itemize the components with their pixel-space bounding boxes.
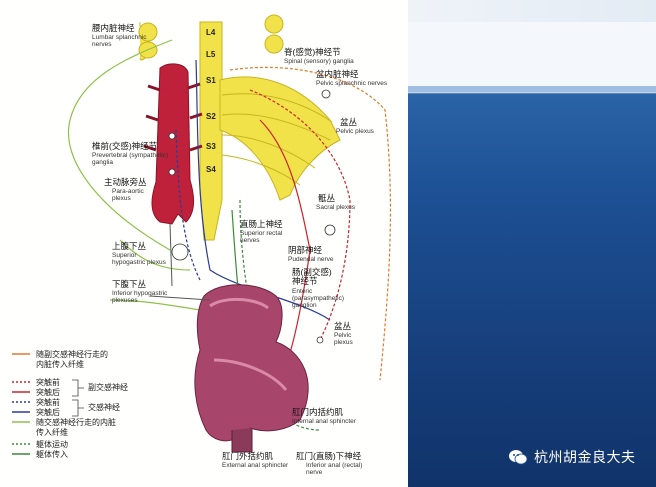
- hypogastric-line-lower: [109, 299, 201, 311]
- label-ext-anal-cn: 肛门外括约肌: [222, 451, 274, 461]
- label-pelvic-plexus2-en: Pelvic plexus: [334, 332, 353, 346]
- legend-text: 突触前: [36, 398, 60, 407]
- label-inf-anal-cn: 肛门(直肠)下神经: [296, 451, 362, 461]
- label-paraaortic-cn: 主动脉旁丛: [104, 177, 147, 187]
- rectum-highlight: [209, 297, 269, 310]
- wechat-icon: [509, 450, 528, 465]
- anatomy-figure: L4 L5 S1 S2 S3 S4 腰内脏神经 Lumbar splanchni…: [10, 14, 392, 476]
- ganglion-node: [168, 132, 176, 140]
- connector-line: [169, 223, 173, 287]
- label-pudendal-cn: 阴部神经: [288, 245, 323, 255]
- label-sup-rectal-cn: 直肠上神经: [240, 219, 283, 229]
- ganglion-node: [324, 224, 336, 236]
- label-pudendal-en: Pudendal nerve: [288, 256, 334, 263]
- anal-canal: [231, 428, 253, 453]
- segment-label: S4: [206, 165, 216, 174]
- parasympathetic-line: [229, 66, 392, 381]
- label-sup-hypo-cn: 上腹下丛: [112, 241, 147, 251]
- segment-label: S1: [206, 76, 216, 85]
- label-inf-hypo-cn: 下腹下丛: [112, 279, 147, 289]
- segment-label: S2: [206, 112, 216, 121]
- legend-brackets: [72, 379, 84, 397]
- label-spinal-cn: 脊(感觉)神经节: [284, 47, 341, 57]
- sympathetic-afferent-line: [68, 39, 173, 251]
- watermark-text: 杭州胡金良大夫: [534, 450, 636, 466]
- legend-text: 躯体运动: [36, 440, 68, 449]
- aorta-branches: [143, 82, 203, 152]
- label-paraaortic-en: Para-aortic plexus: [112, 188, 144, 202]
- label-pelvic-spl-cn: 盆内脏神经: [316, 69, 359, 79]
- hypogastric-line: [119, 239, 191, 271]
- label-lumbar-cn: 腰内脏神经: [92, 23, 135, 33]
- label-int-anal-en: Internal anal sphincter: [292, 418, 356, 425]
- label-sup-rectal-en: Superior rectal nerves: [240, 230, 283, 244]
- panel-stripe: [408, 86, 656, 92]
- label-pelvic-plexus2-cn: 盆丛: [334, 321, 352, 331]
- ganglion-node: [168, 168, 176, 176]
- legend-text: 突触后: [36, 388, 60, 397]
- label-enteric-cn: 肠(副交感)神经节: [292, 267, 332, 286]
- ganglion-node: [316, 336, 324, 344]
- label-pelvic-plexus-en: Pelvic plexus: [336, 128, 374, 135]
- legend-text: 突触前: [36, 378, 60, 387]
- segment-label: L5: [206, 50, 216, 59]
- segment-label: S3: [206, 142, 216, 151]
- legend-brackets: [72, 399, 84, 417]
- ganglion-shape: [138, 22, 158, 42]
- label-sacral-cn: 骶丛: [318, 193, 336, 203]
- label-sup-hypo-en: Superior hypogastric plexus: [112, 252, 166, 266]
- label-spinal-en: Spinal (sensory) ganglia: [284, 58, 354, 65]
- rectum-highlight: [213, 358, 288, 391]
- legend-text: 突触后: [36, 408, 60, 417]
- hypogastric-node: [171, 243, 189, 261]
- watermark: 杭州胡金良大夫: [508, 446, 636, 468]
- label-sacral-en: Sacral plexus: [316, 204, 356, 211]
- legend-group-sym: 交感神经: [88, 403, 120, 412]
- anatomy-illustration: [68, 14, 392, 453]
- legend-text: 躯体传入: [36, 450, 68, 459]
- legend-text: 内脏传入纤维: [36, 360, 84, 369]
- rectum: [194, 284, 309, 442]
- label-int-anal-cn: 肛门内括约肌: [292, 407, 344, 417]
- legend-text: 随交感神经行走的内脏: [36, 418, 116, 427]
- label-pelvic-plexus-cn: 盆丛: [340, 117, 358, 127]
- ganglion-node: [321, 89, 331, 99]
- sacral-plexus-shape: [219, 76, 341, 201]
- segment-label: L4: [206, 28, 216, 37]
- legend-text: 传入纤维: [36, 428, 68, 437]
- sympathetic-pre-line: [175, 129, 201, 281]
- aorta: [151, 63, 194, 225]
- connector-line: [149, 295, 211, 301]
- label-enteric-en: Enteric (parasympathetic) ganglion: [292, 288, 345, 309]
- ganglion-shape: [264, 14, 284, 34]
- legend-text: 随副交感神经行走的: [36, 350, 108, 359]
- label-lumbar-en: Lumbar splanchnic nerves: [92, 34, 147, 48]
- label-inf-hypo-en: Inferior hypogastric plexuses: [112, 290, 168, 304]
- legend-group-parasym: 副交感神经: [88, 383, 128, 392]
- label-ext-anal-en: External anal sphincter: [222, 462, 289, 469]
- label-inf-anal-en: Inferior anal (rectal) nerve: [306, 462, 363, 476]
- sympathetic-post-line: [195, 59, 331, 321]
- parasympathetic-pre-line: [249, 89, 351, 341]
- legend: 随副交感神经行走的 内脏传入纤维 突触前 突触后 突触前 突触后 随交感神经行走…: [10, 348, 180, 468]
- ganglion-shape: [264, 34, 284, 54]
- label-prevert-cn: 椎前(交感)神经节: [92, 141, 158, 151]
- legend-swatches: [12, 353, 30, 455]
- label-prevert-en: Prevertebral (sympathetic) ganglia: [92, 152, 169, 166]
- slide-right-panel: [408, 22, 656, 487]
- label-pelvic-spl-en: Pelvic splanchnic nerves: [316, 80, 388, 87]
